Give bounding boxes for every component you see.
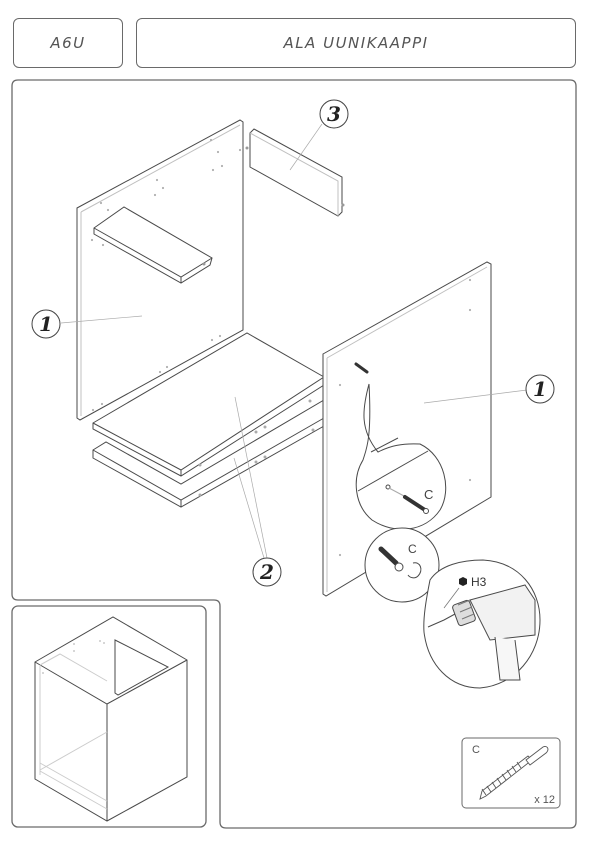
left-panel-dowel-holes bbox=[90, 138, 242, 412]
hex-bit-icon bbox=[459, 577, 467, 586]
svg-text:1: 1 bbox=[39, 312, 53, 336]
completed-cabinet-illustration bbox=[34, 616, 188, 822]
main-panel-frame bbox=[11, 79, 577, 829]
hardware-part-label: C bbox=[472, 744, 480, 756]
callout-2: 2 bbox=[252, 557, 282, 587]
hardware-quantity: x 12 bbox=[534, 794, 555, 806]
drill-detail-bubble bbox=[423, 559, 541, 689]
completed-view-frame bbox=[11, 605, 207, 828]
model-code-box: A6U bbox=[13, 18, 123, 68]
callout-3: 3 bbox=[319, 99, 349, 129]
callout-leaders bbox=[60, 123, 528, 559]
model-code: A6U bbox=[50, 34, 86, 52]
svg-text:2: 2 bbox=[259, 560, 274, 584]
top-rail bbox=[93, 206, 213, 284]
cam-detail-bubble bbox=[364, 527, 440, 603]
fitting-screw-icon bbox=[354, 362, 369, 374]
page-title: ALA UUNIKAAPPI bbox=[283, 34, 429, 52]
callout-1-right: 1 bbox=[525, 374, 555, 404]
back-rail bbox=[245, 128, 345, 217]
svg-text:3: 3 bbox=[327, 102, 341, 126]
callout-1-left: 1 bbox=[31, 309, 61, 339]
fitting-detail-bubble bbox=[355, 383, 447, 530]
tool-label: H3 bbox=[471, 575, 487, 589]
cabinet-holes bbox=[42, 640, 105, 674]
cam-detail-label: C bbox=[408, 542, 417, 556]
right-panel-holes bbox=[338, 278, 472, 557]
title-box: ALA UUNIKAAPPI bbox=[136, 18, 576, 68]
shelf-dowels bbox=[198, 399, 315, 497]
screw-c-icon bbox=[479, 746, 549, 800]
fitting-detail-label: C bbox=[424, 487, 433, 502]
svg-text:1: 1 bbox=[533, 377, 547, 401]
